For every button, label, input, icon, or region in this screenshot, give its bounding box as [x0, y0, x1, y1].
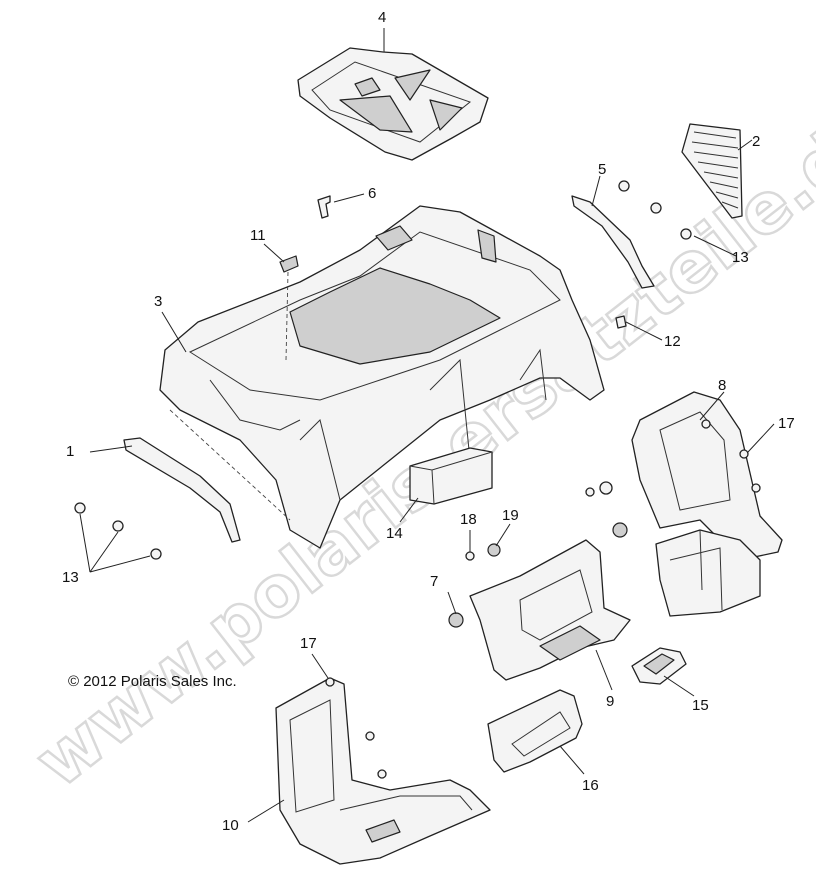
- part-10-side-panel: [275, 677, 491, 865]
- callout-17-right: 17: [778, 415, 795, 432]
- callout-16: 15: [692, 697, 709, 714]
- fasteners: [74, 180, 761, 779]
- part-8-storage-box: [631, 391, 783, 617]
- callout-9: 9: [606, 693, 614, 710]
- callout-8: 8: [718, 377, 726, 394]
- callout-6: 6: [368, 185, 376, 202]
- part-14-foam-block: [409, 447, 493, 505]
- part-4-cover: [297, 47, 489, 161]
- callout-17-left: 17: [300, 635, 317, 652]
- callout-5: 5: [598, 161, 606, 178]
- callout-2: 2: [752, 133, 760, 150]
- callout-14: 14: [386, 525, 403, 542]
- callout-4: 4: [378, 9, 386, 26]
- part-1-rail: [123, 437, 241, 543]
- part-9-tray: [469, 539, 631, 681]
- callout-13-right: 13: [732, 249, 749, 266]
- callouts: 4 2 5 6 11 13 3 12 8 17 1 14 18 19 13 7 …: [62, 9, 795, 834]
- callout-15: 16: [582, 777, 599, 794]
- callout-19: 19: [502, 507, 519, 524]
- callout-13-left: 13: [62, 569, 79, 586]
- callout-11: 11: [250, 227, 266, 244]
- leader-lines: [79, 28, 775, 823]
- callout-3: 3: [154, 293, 162, 310]
- hidden-line-3: [169, 409, 291, 521]
- callout-1: 1: [66, 443, 74, 460]
- copyright-text: © 2012 Polaris Sales Inc.: [68, 673, 237, 690]
- callout-18: 18: [460, 511, 477, 528]
- callout-10: 10: [222, 817, 239, 834]
- part-15-lid: [487, 689, 583, 773]
- part-2-grille: [681, 123, 743, 219]
- callout-7: 7: [430, 573, 438, 590]
- callout-12: 12: [664, 333, 681, 350]
- part-16-latch: [631, 647, 687, 685]
- hidden-line-11: [285, 271, 289, 361]
- part-5-side-trim: [571, 195, 655, 289]
- part-3-cargo-box: [159, 205, 605, 549]
